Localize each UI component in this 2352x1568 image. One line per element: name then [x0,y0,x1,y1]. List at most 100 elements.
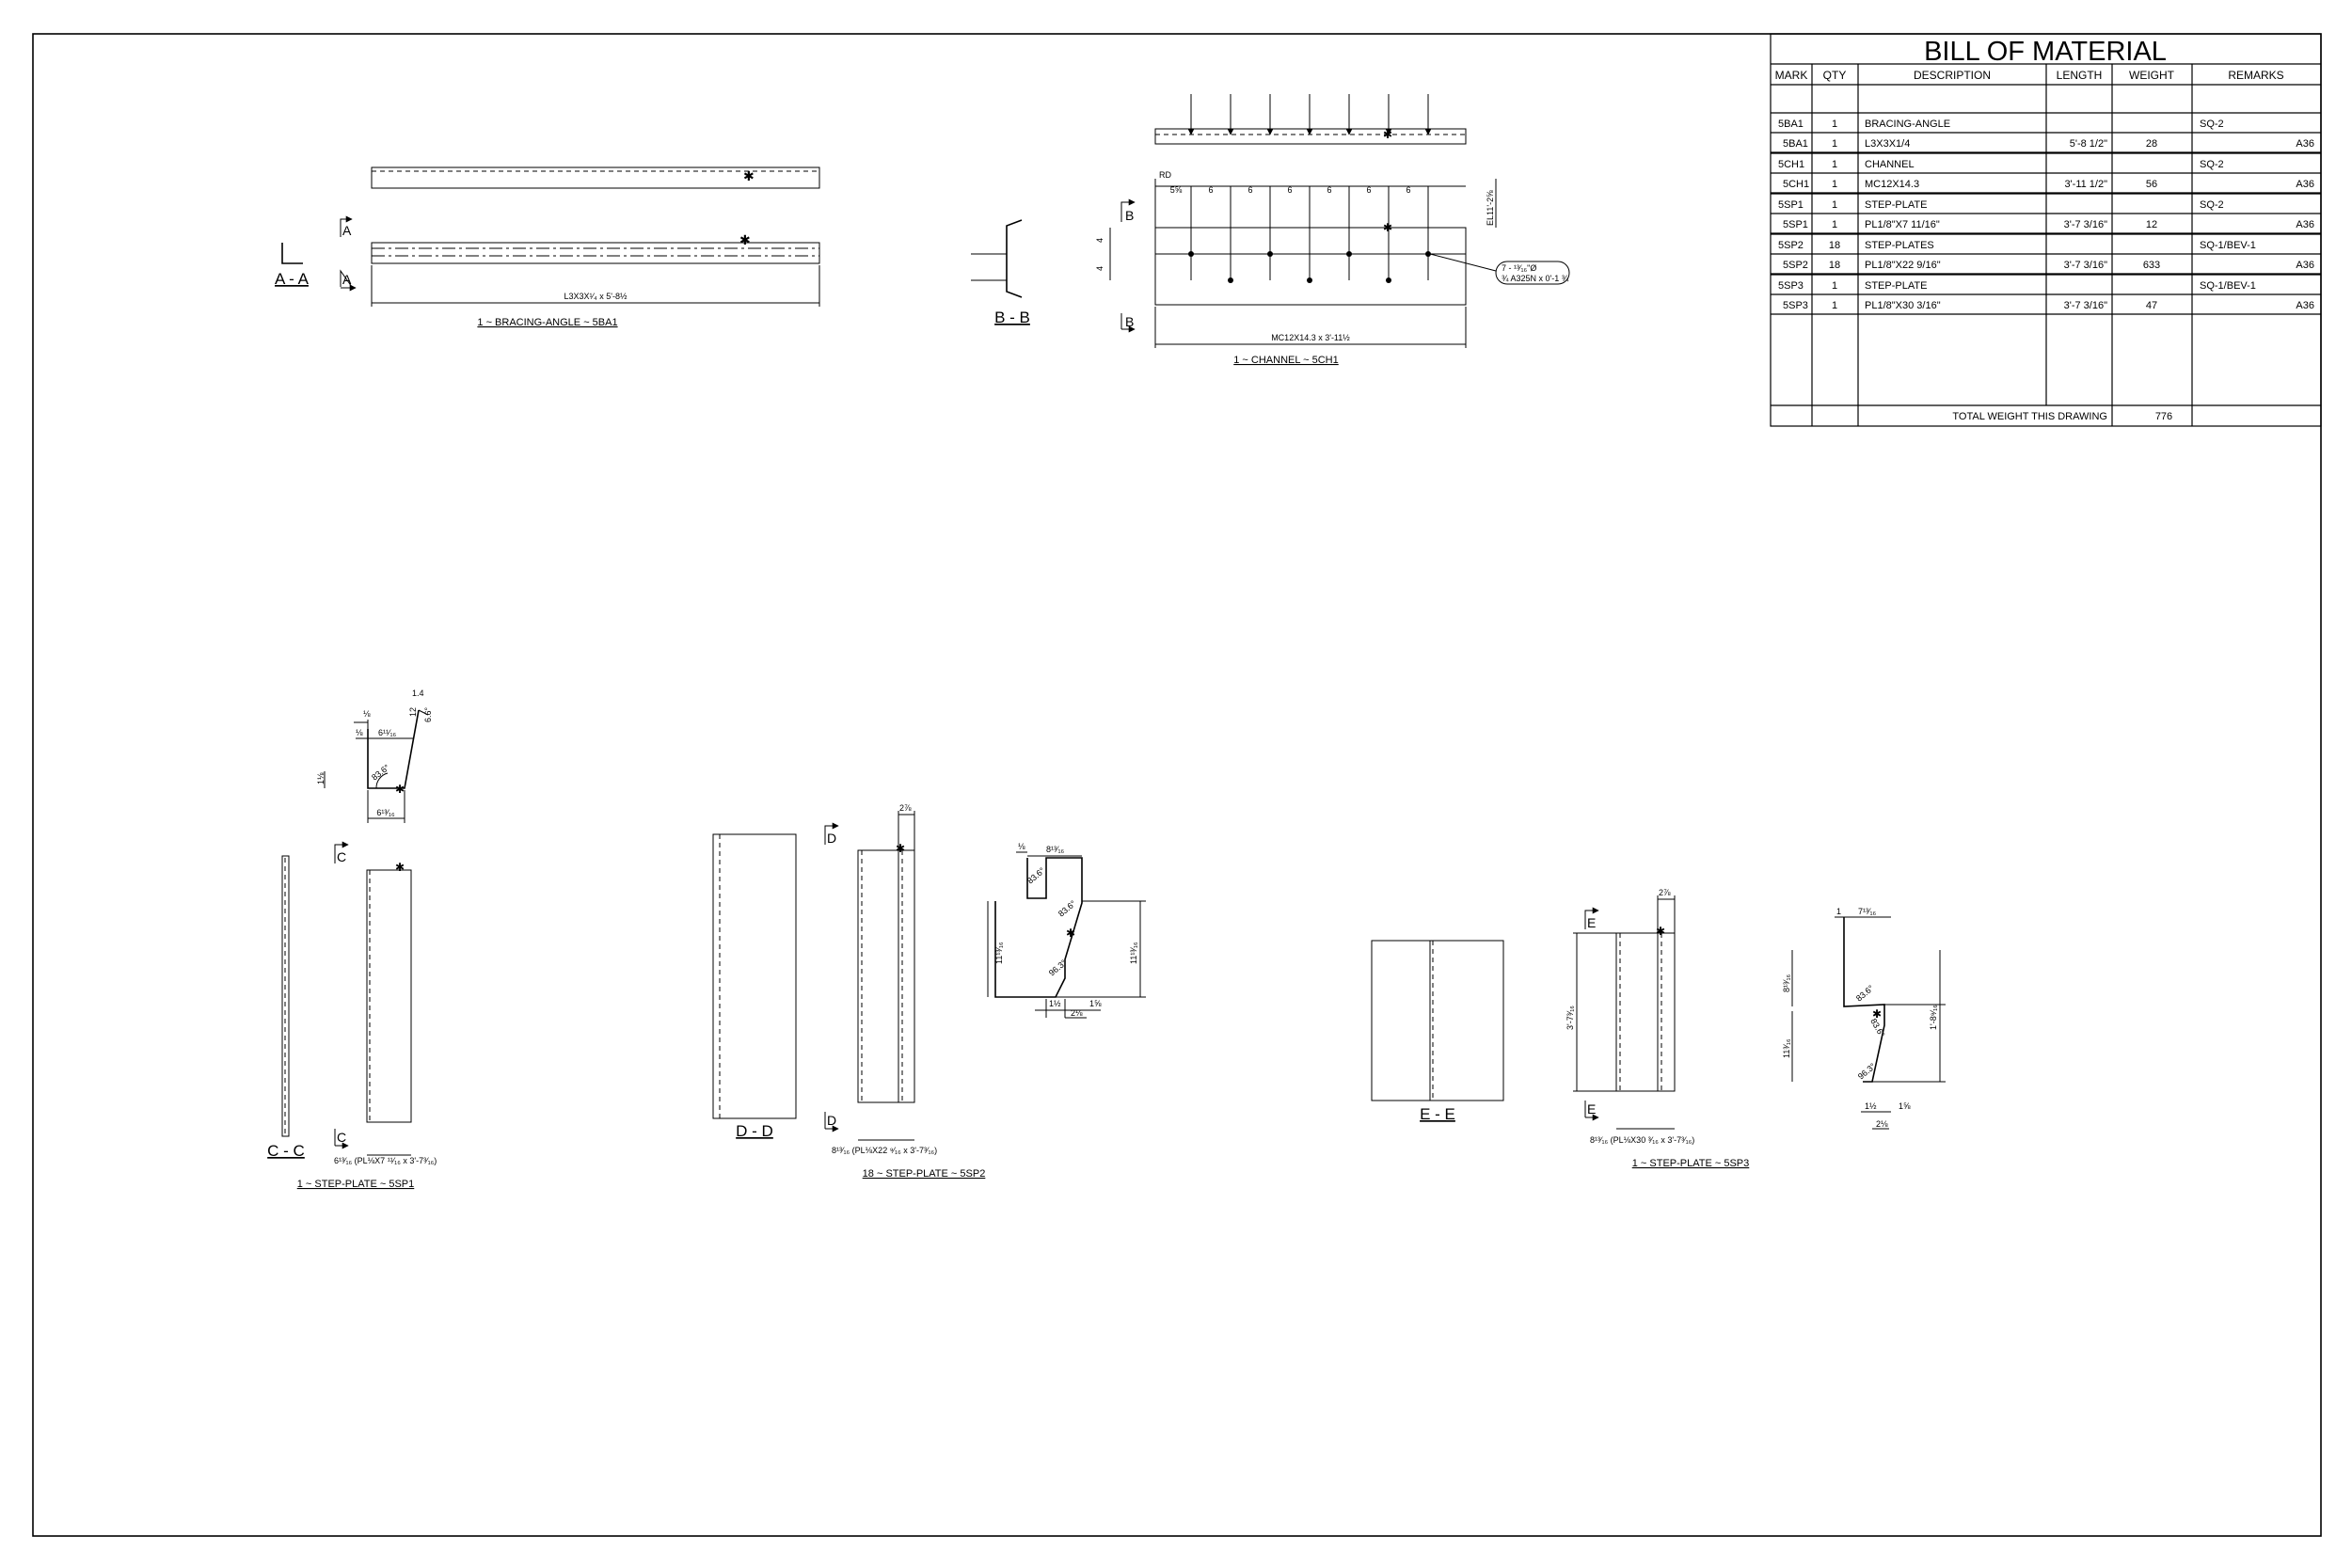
channel-space-dim: 6 [1208,185,1213,195]
svg-text:83.6°: 83.6° [1854,983,1876,1003]
channel-elevation: EL11'-2⅝ [1486,190,1495,226]
svg-text:1⅛: 1⅛ [316,772,326,784]
bom-cell: 5SP1 [1778,199,1804,211]
section-label-a: A - A [275,270,310,288]
section-marker-b: B B [1120,198,1136,333]
bom-cell: A36 [2296,260,2314,271]
svg-text:6.6°: 6.6° [423,706,433,722]
channel-front-view [1154,227,1467,306]
svg-text:E: E [1587,915,1596,930]
step3-section-view [1371,940,1504,1101]
bom-cell: 1 [1832,219,1837,230]
svg-text:A: A [342,272,352,287]
svg-text:D: D [827,831,836,846]
bom-cell: SQ-1/BEV-1 [2200,280,2256,292]
bom-cell: MC12X14.3 [1865,179,1919,190]
svg-text:11¹³⁄₁₆: 11¹³⁄₁₆ [994,942,1004,964]
bolt-note-line-2: ¾ A325N x 0'-1 ¾ [1502,274,1569,283]
bom-header-qty: QTY [1823,69,1847,82]
bom-cell: SQ-2 [2200,199,2224,211]
bom-header-row: MARK QTY DESCRIPTION LENGTH WEIGHT REMAR… [1775,69,2284,82]
section-label-e: E - E [1420,1105,1455,1123]
bolt-note-box [1495,261,1570,285]
channel-rd-label: RD [1159,170,1171,180]
bom-cell: 5SP2 [1783,260,1808,271]
bolt-hole [1425,251,1431,257]
bom-cell: 5SP1 [1783,219,1808,230]
step-plate-5sp1-detail: ⅛ ⅛ 6¹¹⁄₁₆ 1⅛ 6¹³⁄₁₆ 83.6° ✱ 1.4 12 6.6°… [267,689,437,1190]
bom-cell: 28 [2146,138,2157,150]
bolt-hole [1346,251,1352,257]
svg-text:2⅞: 2⅞ [1659,888,1671,897]
svg-text:6¹³⁄₁₆: 6¹³⁄₁₆ [376,808,395,817]
bom-total-weight: 776 [2155,411,2172,422]
svg-text:1.4: 1.4 [412,689,424,698]
svg-text:D: D [827,1113,836,1128]
bom-cell: 1 [1832,199,1837,211]
svg-text:B: B [1125,208,1134,223]
channel-web-dim-1: 4 [1095,238,1104,243]
bom-cell: SQ-2 [2200,119,2224,130]
svg-text:C: C [337,1130,346,1145]
channel-space-dim: 6 [1366,185,1371,195]
bolt-hole [1267,251,1273,257]
bom-cell: PL1/8"X30 3/16" [1865,300,1941,311]
section-label-c: C - C [267,1142,305,1160]
bom-total-label: TOTAL WEIGHT THIS DRAWING [1952,411,2107,422]
step1-caption: 1 ~ STEP-PLATE ~ 5SP1 [297,1179,415,1190]
bom-cell: 5SP3 [1778,280,1804,292]
svg-text:2⅞: 2⅞ [899,803,912,813]
channel-mark-star-top: ✱ [1383,128,1392,141]
svg-text:1: 1 [1836,907,1841,916]
svg-text:1'-8⁹⁄₁₆: 1'-8⁹⁄₁₆ [1929,1005,1938,1030]
bom-cell: L3X3X1/4 [1865,138,1910,150]
step3-caption: 1 ~ STEP-PLATE ~ 5SP3 [1632,1158,1750,1169]
svg-text:✱: ✱ [1656,925,1665,938]
bom-cell: 1 [1832,179,1837,190]
step1-profile [367,709,420,789]
angle-profile-icon [281,243,303,264]
channel-web-dim-2: 4 [1095,266,1104,271]
bom-cell: 5BA1 [1778,119,1804,130]
bom-cell: PL1/8"X7 11/16" [1865,219,1940,230]
bom-cell: 5SP3 [1783,300,1808,311]
svg-text:1⅝: 1⅝ [1899,1101,1911,1111]
svg-text:7¹³⁄₁₆: 7¹³⁄₁₆ [1858,907,1877,916]
bracing-mark-star-front: ✱ [739,232,751,247]
bom-cell: A36 [2296,300,2314,311]
svg-text:6¹¹⁄₁₆: 6¹¹⁄₁₆ [378,728,397,737]
svg-text:B: B [1125,314,1134,329]
bom-cell: BRACING-ANGLE [1865,119,1950,130]
svg-text:12: 12 [408,707,418,717]
channel-space-dim: 6 [1327,185,1331,195]
step-plate-5sp2-detail: D - D ✱ 2⅞ D D 8¹³⁄₁₆ (PL⅛X22 ⁹⁄₁₆ x 3'-… [712,803,1146,1180]
bom-cell: 1 [1832,300,1837,311]
svg-text:A: A [342,223,352,238]
channel-mark-star: ✱ [1383,221,1392,234]
bom-cell: CHANNEL [1865,159,1915,170]
bom-cell: STEP-PLATE [1865,199,1927,211]
section-marker-d: D D [824,822,839,1132]
bom-cell: 18 [1829,260,1840,271]
svg-text:⅛: ⅛ [363,709,371,719]
bolt-hole [1228,277,1233,283]
bolt-hole [1188,251,1194,257]
svg-text:✱: ✱ [1872,1007,1882,1021]
bom-cell: A36 [2296,179,2314,190]
bom-cell: SQ-2 [2200,159,2224,170]
bracing-dimension: L3X3X¹⁄₄ x 5'-8½ [564,292,628,301]
svg-text:E: E [1587,1101,1596,1117]
section-label-d: D - D [736,1122,773,1140]
bolt-hole [1307,277,1312,283]
svg-text:1½: 1½ [1865,1101,1877,1111]
section-marker-a: A A [340,215,357,292]
bom-title: BILL OF MATERIAL [1924,37,2167,67]
bom-cell: SQ-1/BEV-1 [2200,240,2256,251]
svg-text:1⅝: 1⅝ [1089,999,1102,1008]
svg-text:1½: 1½ [1049,999,1061,1008]
svg-text:83.6°: 83.6° [1057,898,1078,918]
bom-cell: 3'-7 3/16" [2064,260,2107,271]
section-marker-e: E E [1584,907,1599,1121]
